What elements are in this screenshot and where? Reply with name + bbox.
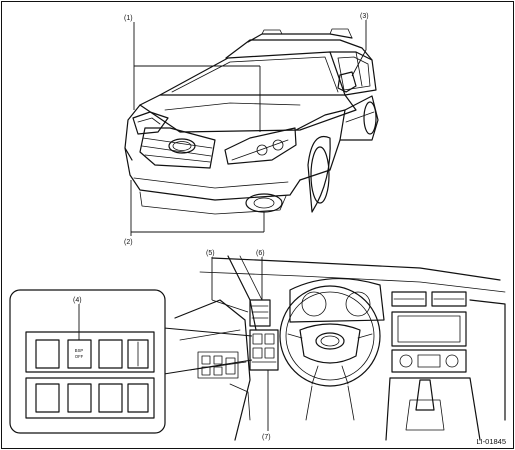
figure-code: LI-01845: [476, 437, 506, 446]
callout-5: (5): [206, 250, 249, 313]
car-illustration: [124, 28, 379, 215]
callout-2: (2): [124, 180, 265, 246]
callout-4-label: (4): [73, 297, 82, 304]
svg-text:(2): (2): [124, 239, 133, 246]
svg-text:(7): (7): [262, 434, 271, 441]
callout-1: (1): [124, 15, 261, 132]
svg-text:(1): (1): [124, 15, 133, 22]
svg-text:(3): (3): [360, 13, 369, 20]
dashboard-illustration: [174, 255, 506, 441]
svg-text:(6): (6): [256, 250, 265, 257]
bsp-off-button-line2: OFF: [75, 354, 84, 359]
switch-panel-inset: (4) BSP OFF: [9, 289, 253, 434]
bsp-off-button-line1: BSP: [75, 348, 84, 353]
callout-7: (7): [262, 370, 271, 441]
callout-6: (6): [256, 250, 265, 300]
callout-3: (3): [351, 13, 369, 77]
svg-text:(5): (5): [206, 250, 215, 257]
